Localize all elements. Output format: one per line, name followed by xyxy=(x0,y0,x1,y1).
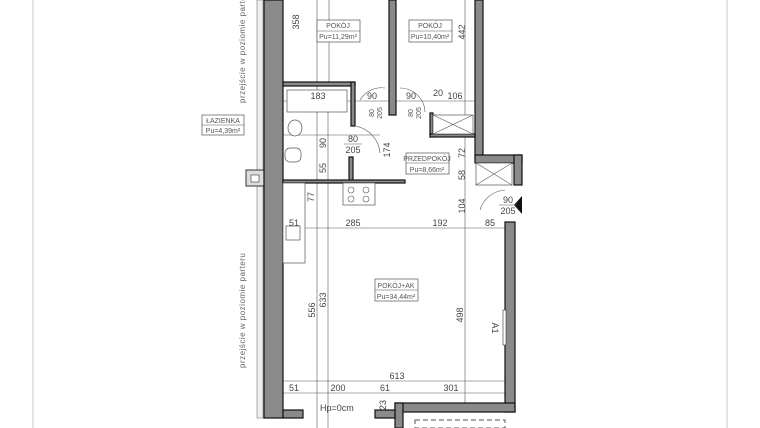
room-label-przedpokoj: PRZEDPOKÓJ Pu=8,66m² xyxy=(403,152,451,175)
room-label-lazienka: ŁAZIENKA Pu=4,39m² xyxy=(201,114,245,136)
svg-text:205: 205 xyxy=(416,107,423,119)
svg-text:Pu=11,29m²: Pu=11,29m² xyxy=(319,34,357,41)
washbasin xyxy=(287,119,303,137)
svg-text:58: 58 xyxy=(457,170,467,180)
svg-text:104: 104 xyxy=(457,198,467,213)
svg-text:358: 358 xyxy=(291,14,301,29)
kitchen-counter xyxy=(282,182,306,264)
svg-text:90: 90 xyxy=(503,195,513,205)
svg-text:POKÓJ+AK: POKÓJ+AK xyxy=(377,281,414,290)
door-label-bathroom: 80 205 xyxy=(344,134,362,155)
svg-text:55: 55 xyxy=(318,163,328,173)
door-swings xyxy=(354,87,522,214)
svg-text:80: 80 xyxy=(348,134,358,144)
door-label-room-1: 80 205 xyxy=(369,107,384,119)
svg-text:90: 90 xyxy=(367,91,377,101)
svg-text:633: 633 xyxy=(318,292,328,307)
svg-text:23: 23 xyxy=(378,400,388,410)
svg-text:205: 205 xyxy=(345,145,360,155)
window xyxy=(502,309,507,346)
svg-text:POKÓJ: POKÓJ xyxy=(326,21,350,30)
svg-text:80: 80 xyxy=(408,109,415,117)
entrance-arrow xyxy=(514,196,522,214)
svg-text:61: 61 xyxy=(380,383,390,393)
svg-text:192: 192 xyxy=(432,218,447,228)
svg-text:301: 301 xyxy=(443,383,458,393)
svg-text:90: 90 xyxy=(406,91,416,101)
room-label-pokoj-1: POKÓJ Pu=11,29m² xyxy=(316,19,361,43)
svg-text:85: 85 xyxy=(485,218,495,228)
svg-text:498: 498 xyxy=(455,307,465,322)
svg-text:80: 80 xyxy=(369,109,376,117)
svg-text:Pu=10,40m²: Pu=10,40m² xyxy=(411,34,450,41)
outer-insulation xyxy=(256,0,264,419)
svg-text:106: 106 xyxy=(447,91,462,101)
stove xyxy=(342,182,376,206)
side-note-bottom: przejście w poziomie parteru xyxy=(238,253,247,368)
svg-text:51: 51 xyxy=(289,218,299,228)
dimension-labels: 358 442 183 90 90 20 106 90 174 55 72 58… xyxy=(289,14,495,410)
svg-text:174: 174 xyxy=(382,142,392,157)
svg-text:POKÓJ: POKÓJ xyxy=(418,21,442,30)
svg-text:183: 183 xyxy=(310,91,325,101)
door-label-entrance: 90 205 xyxy=(499,195,517,216)
svg-text:200: 200 xyxy=(330,383,345,393)
window-mark: A1 xyxy=(490,322,500,333)
svg-text:20: 20 xyxy=(433,88,443,98)
balcony-outline xyxy=(414,419,506,428)
sink xyxy=(285,225,301,241)
svg-text:556: 556 xyxy=(307,302,317,317)
svg-text:Pu=4,39m²: Pu=4,39m² xyxy=(206,128,241,135)
level-mark: Hp=0cm xyxy=(320,403,354,413)
room-label-pokoj-2: POKÓJ Pu=10,40m² xyxy=(408,19,453,43)
svg-text:205: 205 xyxy=(500,206,515,216)
svg-text:90: 90 xyxy=(318,138,328,148)
svg-text:PRZEDPOKÓJ: PRZEDPOKÓJ xyxy=(403,154,450,163)
svg-text:285: 285 xyxy=(345,218,360,228)
fixtures xyxy=(282,89,513,428)
svg-text:Pu=34,44m²: Pu=34,44m² xyxy=(377,294,416,301)
svg-text:72: 72 xyxy=(457,148,467,158)
svg-text:51: 51 xyxy=(289,383,299,393)
side-note-top: przejście w poziomie parteru xyxy=(238,0,247,103)
walls xyxy=(263,0,523,428)
svg-text:77: 77 xyxy=(306,192,316,202)
toilet xyxy=(284,147,302,163)
svg-text:205: 205 xyxy=(377,107,384,119)
svg-text:613: 613 xyxy=(389,371,404,381)
room-label-pokoj-ak: POKÓJ+AK Pu=34,44m² xyxy=(374,278,419,302)
svg-text:ŁAZIENKA: ŁAZIENKA xyxy=(206,118,240,125)
door-label-room-2: 80 205 xyxy=(408,107,423,119)
bathtub xyxy=(286,89,348,113)
svg-text:Pu=8,66m²: Pu=8,66m² xyxy=(410,167,445,174)
svg-text:442: 442 xyxy=(457,24,467,39)
